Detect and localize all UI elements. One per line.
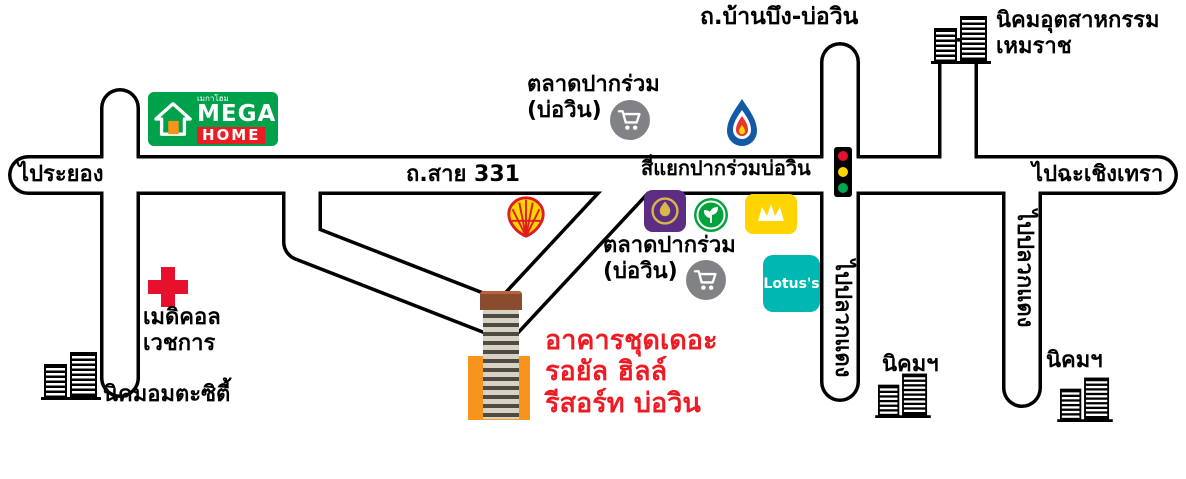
to-pluakdaeng-right-label: ไปปลวกแดง (1012, 210, 1037, 328)
to-pluakdaeng-left-label: ไปปลวกแดง (830, 260, 855, 378)
megahome-home-text: HOME (197, 126, 266, 144)
market-mid-line1: ตลาดปากร่วม (603, 233, 736, 258)
ptt-gas-station-icon (722, 98, 762, 150)
condo-tower-icon (483, 305, 519, 419)
megahome-mega-text: MEGA (197, 100, 277, 127)
intersection-label: สี่แยกปากร่วมบ่อวิน (641, 156, 811, 180)
hemaraj-line1: นิคมอุตสาหกรรม (996, 8, 1160, 33)
to-rayong-label: ไประยอง (18, 162, 104, 187)
market-top-line1: ตลาดปากร่วม (527, 72, 660, 97)
shopping-cart-icon (686, 260, 726, 300)
condo-roof (480, 291, 522, 310)
market-pakruam-mid-label: ตลาดปากร่วม (บ่อวิน) (603, 233, 736, 284)
market-top-line2: (บ่อวิน) (527, 97, 602, 123)
amata-city-label: นิคมอมตะซิตี้ (103, 382, 231, 407)
road-surfaces (11, 41, 1175, 405)
shell-gas-station-icon (503, 194, 549, 240)
factory-icon-nikhom-right (1054, 372, 1116, 422)
red-cross-icon (146, 265, 190, 309)
megahome-wordmark: เมกาโฮม MEGA HOME (197, 93, 277, 144)
medical-line2: เวชการ (143, 330, 216, 356)
nikhom-left-label: นิคมฯ (882, 352, 939, 377)
megahome-logo: เมกาโฮม MEGA HOME (148, 92, 278, 146)
medical-line1: เมดิคอล (143, 305, 221, 330)
bank-yellow-icon (745, 194, 797, 234)
hemaraj-industrial-label: นิคมอุตสาหกรรม เหมราช (996, 8, 1160, 59)
destination-line1: อาคารชุดเดอะ (545, 325, 718, 356)
banbueng-bowin-road-label: ถ.บ้านบึง-บ่อวิน (700, 4, 859, 30)
bank-purple-icon (644, 190, 686, 232)
destination-label: อาคารชุดเดอะ รอยัล ฮิลล์ รีสอร์ท บ่อวิน (545, 325, 717, 419)
to-chachoengsao-label: ไปฉะเชิงเทรา (1032, 162, 1164, 187)
market-pakruam-top-label: ตลาดปากร่วม (บ่อวิน) (527, 72, 660, 123)
lotus-logo: Lotus's (763, 255, 820, 312)
lotus-text: Lotus's (763, 275, 820, 292)
house-icon (154, 100, 192, 138)
factory-icon-hemaraj (930, 10, 992, 64)
factory-icon-nikhom-left (872, 368, 934, 418)
medical-label: เมดิคอล เวชการ (143, 305, 221, 356)
megahome-thai-text: เมกาโฮม (197, 93, 229, 103)
nikhom-right-label: นิคมฯ (1046, 348, 1103, 373)
destination-line2: รอยัล ฮิลล์ (545, 356, 668, 388)
traffic-light-icon (834, 147, 852, 197)
hemaraj-line2: เหมราช (996, 33, 1072, 59)
route-331-label: ถ.สาย 331 (406, 162, 520, 187)
factory-icon-amata (40, 346, 102, 400)
bank-green-icon (693, 197, 729, 233)
destination-line3: รีสอร์ท บ่อวิน (545, 387, 701, 419)
market-mid-line2: (บ่อวิน) (603, 258, 678, 284)
shopping-cart-icon (610, 100, 650, 140)
